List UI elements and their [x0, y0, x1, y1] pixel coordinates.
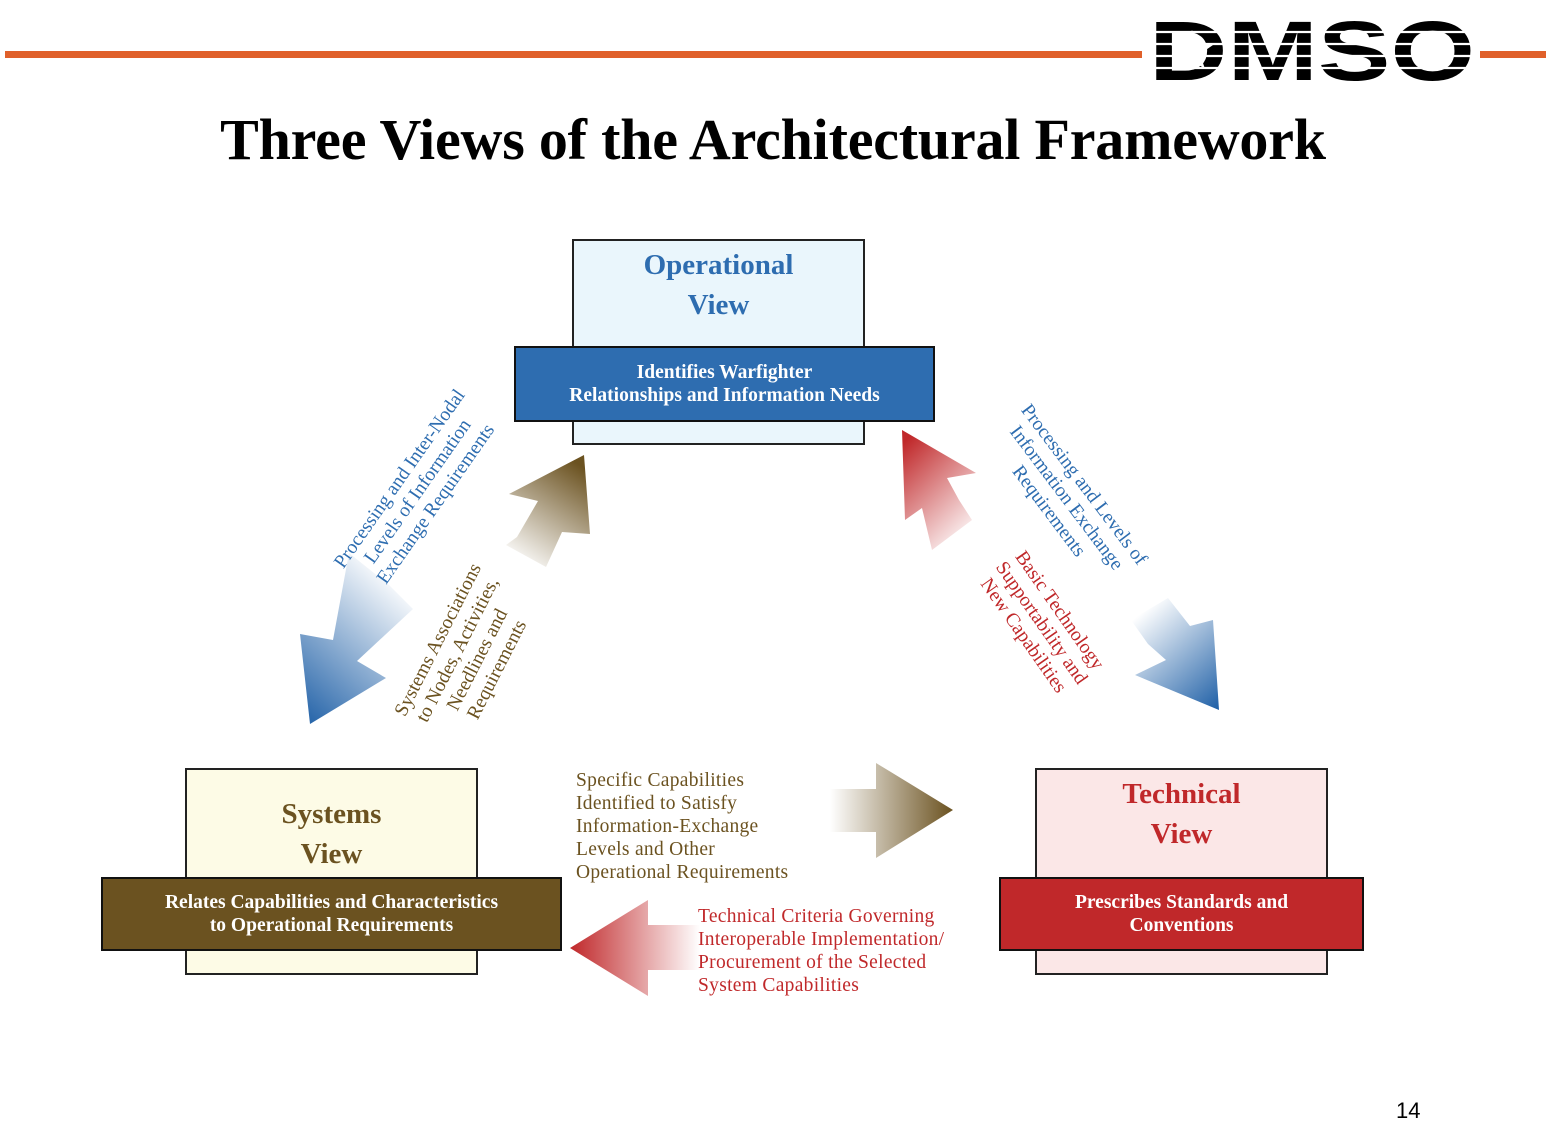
page-title: Three Views of the Architectural Framewo…	[220, 107, 1326, 172]
operational-title-line2: View	[687, 289, 750, 321]
technical-title-line1: Technical	[1122, 778, 1241, 810]
systems-view-description: Relates Capabilities and Characteristics…	[101, 877, 562, 951]
header-rule	[5, 51, 1546, 58]
arrow-op-to-sys	[300, 553, 413, 724]
technical-view-title: Technical View	[1037, 774, 1326, 854]
arrow-sys-to-tech	[830, 763, 953, 858]
systems-title-line1: Systems	[281, 798, 382, 830]
technical-desc-line1: Prescribes Standards and	[1074, 892, 1289, 913]
systems-desc-line2: to Operational Requirements	[209, 915, 454, 936]
systems-title-line2: View	[300, 838, 363, 870]
operational-title-line1: Operational	[643, 249, 794, 281]
technical-view-description: Prescribes Standards and Conventions	[999, 877, 1364, 951]
arrow-tech-to-op	[902, 430, 976, 550]
operational-desc-line1: Identifies Warfighter	[636, 362, 813, 383]
flow-label-sys-to-tech: Specific Capabilities Identified to Sati…	[576, 770, 789, 883]
systems-view-title: Systems View	[187, 794, 476, 874]
operational-view-description: Identifies Warfighter Relationships and …	[514, 346, 935, 422]
operational-view-title: Operational View	[574, 245, 863, 325]
arrow-op-to-tech	[1131, 598, 1219, 710]
arrow-tech-to-sys	[570, 900, 700, 996]
systems-desc-line1: Relates Capabilities and Characteristics	[164, 892, 499, 913]
technical-desc-line2: Conventions	[1129, 915, 1234, 936]
operational-desc-line2: Relationships and Information Needs	[569, 385, 880, 406]
star-icon	[1171, 30, 1213, 69]
dmso-logo: DMSO	[1146, 14, 1478, 88]
page-number: 14	[1396, 1098, 1421, 1123]
arrow-sys-to-op	[506, 455, 590, 567]
flow-label-tech-to-sys: Technical Criteria Governing Interoperab…	[698, 906, 945, 996]
technical-title-line2: View	[1150, 818, 1213, 850]
